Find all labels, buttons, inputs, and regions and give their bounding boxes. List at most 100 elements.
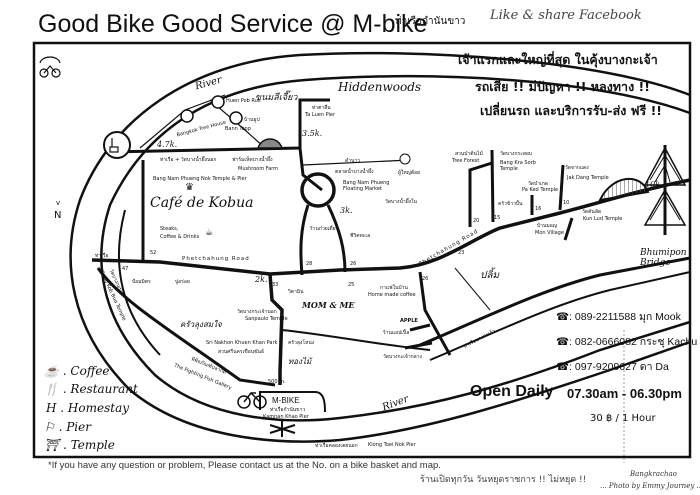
open-hours: 07.30am - 06.30pm [567,386,682,401]
road-number: 33 [272,282,279,288]
contact-row: ☎: 089-2211588 มุก Mook [556,308,681,325]
place-rest-west-3: ครัวลุงสมใจ [180,320,222,329]
place-klong-toei-pier: Klong Toei Nok Pier [368,442,416,448]
place-bann-toop-thai: บ้านธูป [244,117,260,123]
road-number: 47 [122,266,129,272]
contact-phone[interactable]: 089-2211588 [574,311,637,323]
place-mbike: M-BIKE [272,396,300,405]
road-number: 52 [150,250,157,256]
place-bnp-temple-pier-thai: ท่าเรือ + วัดบางน้ำผึ้งนอก [160,157,217,163]
place-apple: APPLE [400,318,418,324]
pier-icon: ⚐ [44,420,55,434]
like-share-facebook: Like & share Facebook [490,8,642,23]
restaurant-icon: 🍴 [44,382,59,396]
place-cafe-de-kobua: Café de Kobua [150,195,254,211]
legend-item-pier: ⚐ . Pier [44,420,91,434]
open-daily-label: Open Daily [470,383,554,400]
road-number: 15 [494,215,501,221]
river-outer-bank [69,51,691,443]
distance-2k: 2k. [255,275,268,284]
place-bang-kra-sorb-thai: วัดบางกระสอบ [500,151,533,157]
place-khanom-thai: ขนมลีเจี๊ยว [255,93,298,103]
legend-item-restaurant: 🍴 . Restaurant [44,382,138,396]
road-number: 25 [348,282,355,288]
place-home-made-coffee: Home made coffee [368,292,416,298]
coffee-icon: ☕ [44,364,59,378]
place-rest-south-2: ทองไม้ [288,357,312,366]
promo-line-1: เจ้าแรกและใหญ่ที่สุด ในคุ้งบางกะเจ้า [458,52,658,67]
place-bang-kra-sorb: Bang Kra Sorb Temple [500,160,536,172]
legend-item-temple: ⛩ . Temple [44,438,115,452]
place-rest-west-1: ป้อมมิตร [132,279,151,285]
page-title: Good Bike Good Service @ M-bike [38,10,428,38]
road-sw-diagonal [96,267,276,387]
place-tree-forest: Tree Forest [452,158,480,164]
place-mbike-pier: Kamnan Khao Pier [263,414,309,420]
crown-icon: ♛ [185,182,194,193]
distance-3k: 3k. [340,206,353,215]
phone-icon: ☎: [556,311,575,323]
place-huen-pob-ruk: Huen Pob Ruk [226,98,261,104]
contact-phone[interactable]: 097-9209627 [574,361,637,373]
promo-line-2: รถเสีย !! มีปัญหา !! หลงทาง !! [475,79,650,94]
distance-4-7k: 4.7k. [157,140,178,149]
homestay-marker [399,153,411,165]
contact-phone[interactable]: 082-0666082 [574,336,637,348]
promo-line-3: เปลี่ยนรถ และบริการรับ-ส่ง ฟรี !! [480,103,662,118]
legend-label: Temple [70,438,115,452]
road-apple [404,323,433,350]
place-sanpaulo-thai: วัดบางกระเจ้านอก [237,309,277,315]
place-homestay-thai: ดำนาว [345,158,361,164]
road-south-east [418,271,452,356]
canal-west [117,209,161,356]
road-homestay [302,159,411,166]
legend-label: Coffee [70,364,110,378]
cafe-desc-coffee: Coffee & Drinks [160,234,200,240]
place-home-made-coffee-thai: กาแฟในบ้าน [380,285,408,291]
distance-10k: 10k. [645,180,663,189]
temple-icon: ⛩ [44,438,60,452]
place-rest-south-1: ครัวลุงโหน่ง [288,340,315,346]
road-number: 28 [306,261,313,267]
road-east-lower [419,256,691,347]
place-temple-bangkachao-thai: วัดบางกะเจ้ากลาง [383,354,422,360]
road-north-center [298,147,323,192]
place-rest-pl-thai: ปลิ้ม [480,270,500,281]
legend-label: Pier [66,420,91,434]
phone-icon: ☎: [556,336,575,348]
place-sri-nakhon-thai: สวนศรีนครเขื่อนขันธ์ [218,349,265,355]
location-label: Bangkrachao [630,470,677,478]
title-thai-subtitle: ท่าเรือกำนันขาว [395,16,466,27]
road-kun-lud [563,217,574,241]
road-number: 26 [422,276,429,282]
place-rest-thai-2: ชีวิตทะเล [350,233,371,239]
photo-credit: ... Photo by Emmy Journey ... [600,482,700,490]
tree-house-circle [180,95,243,125]
homestay-icon: H [46,401,57,415]
coffee-icon: ☕ [205,228,214,238]
legend-item-homestay: H . Homestay [46,401,130,415]
place-kun-lud: Kun Lud Temple [583,216,623,222]
mbike-logo-icon [39,56,61,78]
place-floating-market-thai: ตลาดน้ำบางน้ำผึ้ง [335,169,374,175]
bridge-mound [598,177,650,202]
place-mon-village-thai: บ้านมอญ [537,223,557,229]
place-kun-lud-thai: วัดคันลัด [582,209,602,215]
legend-item-coffee: ☕ . Coffee [44,364,110,378]
mbike-shop-outline [259,391,326,413]
bicycle-icon [237,391,267,409]
place-pa-ked-thai: วัดป่าเกด [528,181,549,187]
contact-row: ☎: 082-0666082 กระชุ Kachu [556,333,697,350]
place-pa-ked: Pa Ked Temple [522,187,559,193]
distance-500m: 500 m. [268,379,286,385]
road-number: 26 [350,261,357,267]
contact-name: มุก Mook [638,311,681,323]
road-jak-dang [558,164,565,211]
place-hiddenwoods: Hiddenwoods [338,80,422,94]
place-rest-east-thai: ครัวข้าวปั้น [498,201,523,207]
mound-north [256,138,284,149]
footer-note-thai: ร้านเปิดทุกวัน วันหยุดราชการ !! ไม่หยุด … [420,475,587,485]
place-jak-dang-thai: วัดจากแดง [565,165,589,171]
cafe-desc-steaks: Steaks, [160,226,179,232]
